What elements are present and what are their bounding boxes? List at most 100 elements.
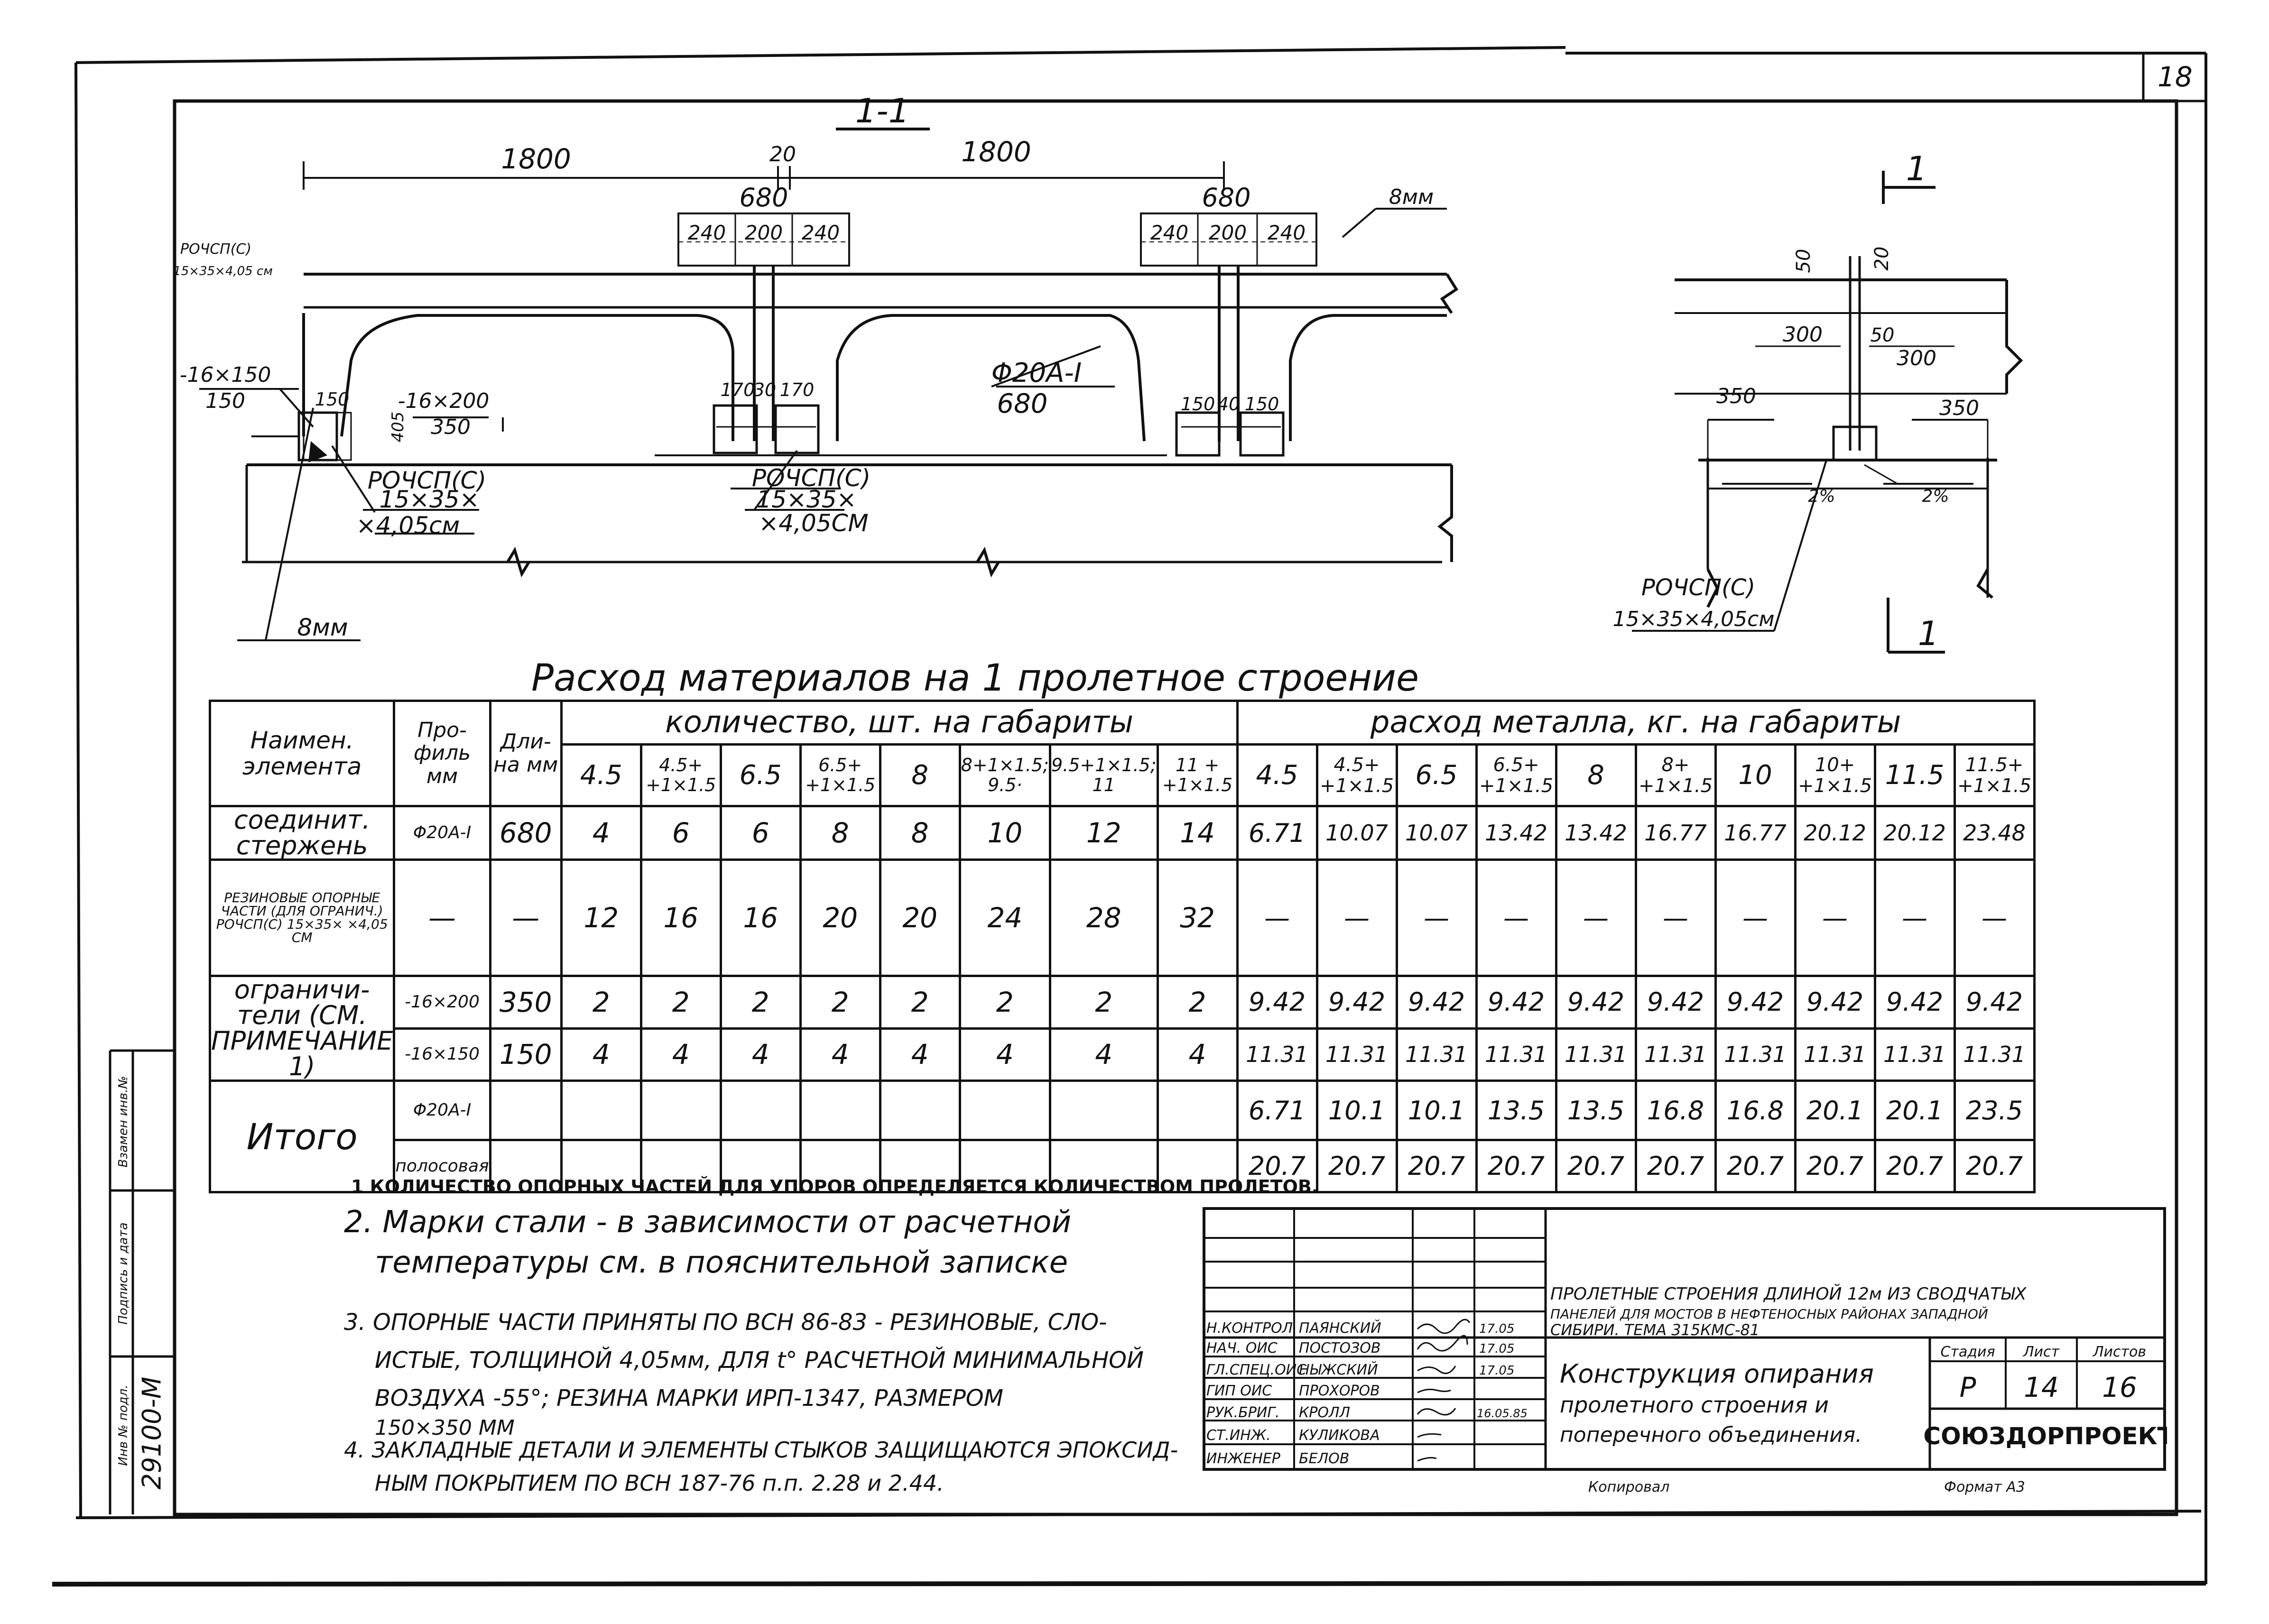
metal-cell: 11.31 [1794, 1027, 1876, 1082]
head-metal-col: 11.5 [1873, 743, 1956, 807]
head-metal-col: 4.5 [1236, 743, 1318, 807]
qty-cell: 16 [719, 858, 802, 977]
tb-name-2: ПОСТОЗОВ [1299, 1340, 1381, 1356]
detail-label-bottom: 1 [1918, 614, 1939, 653]
row-name: ограничи-тели (СМ. ПРИМЕЧАНИЕ 1) [208, 975, 396, 1082]
limiter2-bot: 350 [431, 415, 471, 439]
metal-cell: 20.7 [1794, 1139, 1876, 1193]
table-row: РЕЗИНОВЫЕ ОПОРНЫЕ ЧАСТИ (ДЛЯ ОГРАНИЧ.) Р… [208, 858, 2036, 977]
tb-name-7: БЕЛОВ [1299, 1450, 1349, 1467]
note-1: 1 КОЛИЧЕСТВО ОПОРНЫХ ЧАСТЕЙ ДЛЯ УПОРОВ О… [351, 1176, 1319, 1197]
qty-cell [560, 1080, 642, 1141]
qty-cell [879, 1139, 961, 1193]
weld-top-label: 8мм [1389, 185, 1434, 209]
dim-width-left: 680 [739, 183, 788, 212]
row-length [489, 1080, 563, 1141]
detail-bearing-2: 15×35×4,05см [1613, 607, 1775, 631]
qty-cell [799, 1080, 881, 1141]
detail-d350b: 350 [1939, 396, 1979, 420]
metal-cell: 11.31 [1953, 1027, 2036, 1082]
tb-project-1: ПРОЛЕТНЫЕ СТРОЕНИЯ ДЛИНОЙ 12м ИЗ СВОДЧАТ… [1550, 1284, 2027, 1304]
qty-cell: 20 [799, 858, 881, 977]
qty-cell: 4 [639, 1027, 722, 1082]
detail-d50b: 50 [1871, 324, 1895, 346]
row-length: 150 [489, 1027, 563, 1082]
dim-gap: 20 [769, 142, 796, 166]
metal-cell: 20.7 [1873, 1139, 1956, 1193]
tb-role-4: ГИП ОИС [1206, 1383, 1272, 1399]
metal-cell: 11.31 [1714, 1027, 1797, 1082]
metal-cell: 9.42 [1634, 975, 1717, 1030]
metal-cell: 16.8 [1714, 1080, 1797, 1141]
tb-date-5: 16.05.85 [1477, 1407, 1528, 1420]
qty-cell [1049, 1139, 1159, 1193]
metal-cell: 13.42 [1475, 805, 1557, 861]
tb-role-7: ИНЖЕНЕР [1206, 1450, 1281, 1467]
strip-document-number: 29100-М [137, 1376, 167, 1490]
detail-d300a: 300 [1783, 323, 1823, 347]
tb-sheet-label: Лист [2023, 1344, 2060, 1360]
weld-bottom-label: 8мм [297, 614, 348, 641]
qty-cell: 6 [719, 805, 802, 861]
limiter1-bot: 150 [205, 389, 245, 413]
metal-cell: 9.42 [1315, 975, 1398, 1030]
detail-bearing-1: РОЧСП(С) [1641, 574, 1755, 601]
head-qty-col: 6.5+ +1×1.5 [799, 743, 881, 807]
tb-name-4: ПРОХОРОВ [1299, 1383, 1380, 1399]
dim-405: 405 [389, 412, 407, 443]
dim-sub-left-1: 240 [688, 221, 726, 244]
detail-d350a: 350 [1716, 384, 1756, 408]
bearing-left-3: ×4,05см [356, 512, 460, 539]
tb-org: СОЮЗДОРПРОЕКТ [1923, 1422, 2167, 1450]
row-length: — [489, 858, 563, 977]
rod-length-label: 680 [997, 388, 1048, 419]
qty-cell: 2 [719, 975, 802, 1030]
tb-project-3: СИБИРИ. ТЕМА 315КМС-81 [1550, 1321, 1760, 1339]
metal-cell: 20.7 [1475, 1139, 1557, 1193]
qty-cell: 4 [719, 1027, 802, 1082]
metal-cell: 20.12 [1794, 805, 1876, 861]
head-metal-col: 6.5+ +1×1.5 [1475, 743, 1557, 807]
section-label: 1-1 [855, 92, 909, 130]
note-3c: ВОЗДУХА -55°; РЕЗИНА МАРКИ ИРП-1347, РАЗ… [375, 1385, 1003, 1412]
tb-format: Формат А3 [1944, 1479, 2025, 1495]
row-length: 680 [489, 805, 563, 861]
row-name: Итого [208, 1080, 396, 1193]
note-2b: температуры см. в пояснительной записке [375, 1245, 1068, 1280]
materials-table: Наимен. элемента Про-филь мм Дли-на мм к… [208, 700, 2036, 1193]
row-profile: -16×150 [393, 1027, 491, 1082]
qty-cell: 4 [1156, 1027, 1239, 1082]
metal-cell: 10.07 [1315, 805, 1398, 861]
row-length [489, 1139, 563, 1193]
head-metal-col: 8 [1555, 743, 1637, 807]
tb-stage-label: Стадия [1940, 1344, 1995, 1360]
metal-cell: — [1555, 858, 1637, 977]
table-title: Расход материалов на 1 пролетное строени… [531, 657, 1419, 700]
metal-cell: — [1714, 858, 1797, 977]
strip-replace-label: Взамен инв.№ [116, 1076, 130, 1168]
qty-cell: 12 [560, 858, 642, 977]
section-detail-drawing: 1 1 50 20 300 50 300 350 350 2% 2% РОЧСП… [1613, 149, 2023, 654]
metal-cell: 9.42 [1395, 975, 1478, 1030]
tb-drawing-title-1: Конструкция опирания [1560, 1359, 1874, 1389]
metal-cell: 10.1 [1315, 1080, 1398, 1141]
qty-cell [639, 1080, 722, 1141]
row-name: соединит. стержень [208, 805, 396, 861]
qty-cell: 20 [879, 858, 961, 977]
head-qty-col: 4.5+ +1×1.5 [639, 743, 722, 807]
metal-cell: 20.12 [1873, 805, 1956, 861]
metal-cell: 6.71 [1236, 805, 1318, 861]
qty-cell: 2 [799, 975, 881, 1030]
metal-cell: 10.07 [1395, 805, 1478, 861]
bearing-left-2: 15×35× [379, 486, 479, 513]
bearing-left-1: РОЧСП(С) [368, 467, 486, 494]
head-metal-group: расход металла, кг. на габариты [1236, 700, 2036, 746]
metal-cell: 20.1 [1873, 1080, 1956, 1141]
qty-cell: 24 [958, 858, 1052, 977]
tb-role-5: РУК.БРИГ. [1206, 1404, 1280, 1421]
head-name: Наимен. элемента [208, 700, 396, 807]
row-length: 350 [489, 975, 563, 1030]
tb-role-1: Н.КОНТРОЛ [1206, 1320, 1293, 1337]
